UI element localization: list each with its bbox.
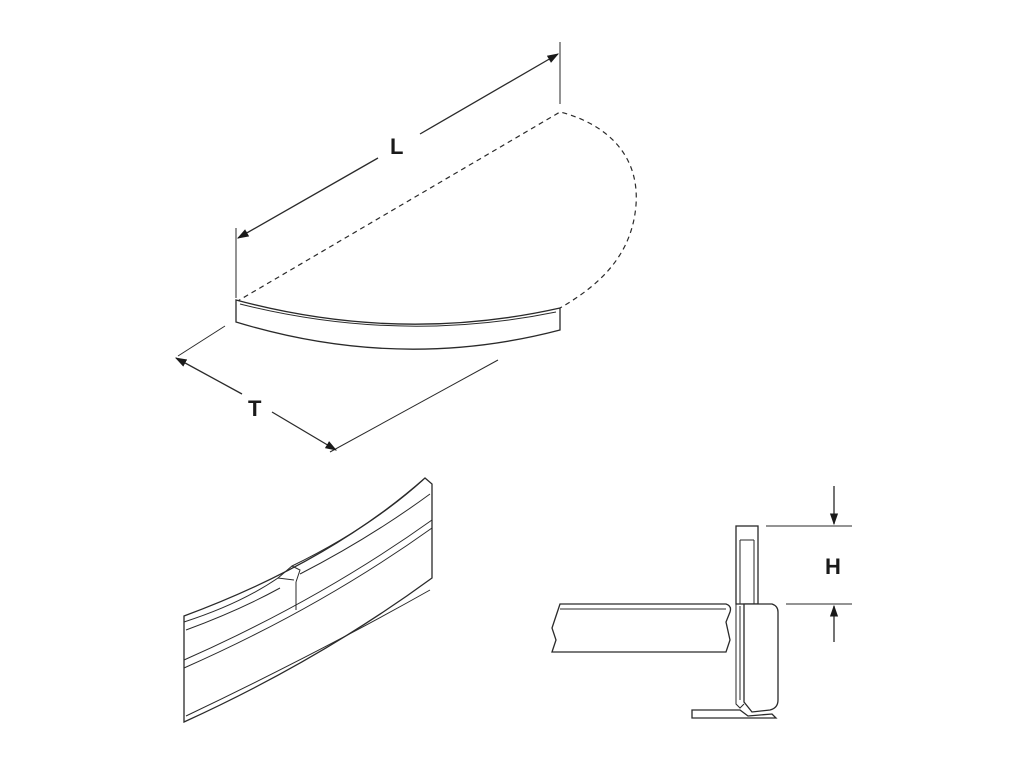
phantom-shelf-outline bbox=[235, 111, 637, 309]
edge-trim-upper bbox=[735, 525, 759, 605]
edge-trim-housing bbox=[743, 603, 779, 713]
l-dimension-arrow-left bbox=[236, 157, 379, 239]
curved-edge-top-line bbox=[239, 303, 557, 327]
profile-body bbox=[183, 477, 433, 724]
shelf-board bbox=[551, 603, 732, 653]
t-dimension-arrow-top bbox=[174, 357, 243, 395]
t-dimension-arrow-bottom bbox=[271, 411, 338, 451]
height-label: H bbox=[825, 554, 841, 579]
t-extension-bottom bbox=[329, 359, 499, 453]
isometric-view: L T bbox=[174, 42, 637, 453]
length-label: L bbox=[390, 134, 403, 159]
l-dimension-arrow-right bbox=[419, 53, 560, 135]
section-view: H bbox=[551, 486, 852, 719]
edge-trim-foot bbox=[691, 709, 778, 719]
t-extension-top bbox=[177, 325, 226, 357]
curved-edge-strip bbox=[235, 299, 561, 350]
profile-detail-view bbox=[183, 477, 433, 724]
thickness-label: T bbox=[248, 396, 262, 421]
